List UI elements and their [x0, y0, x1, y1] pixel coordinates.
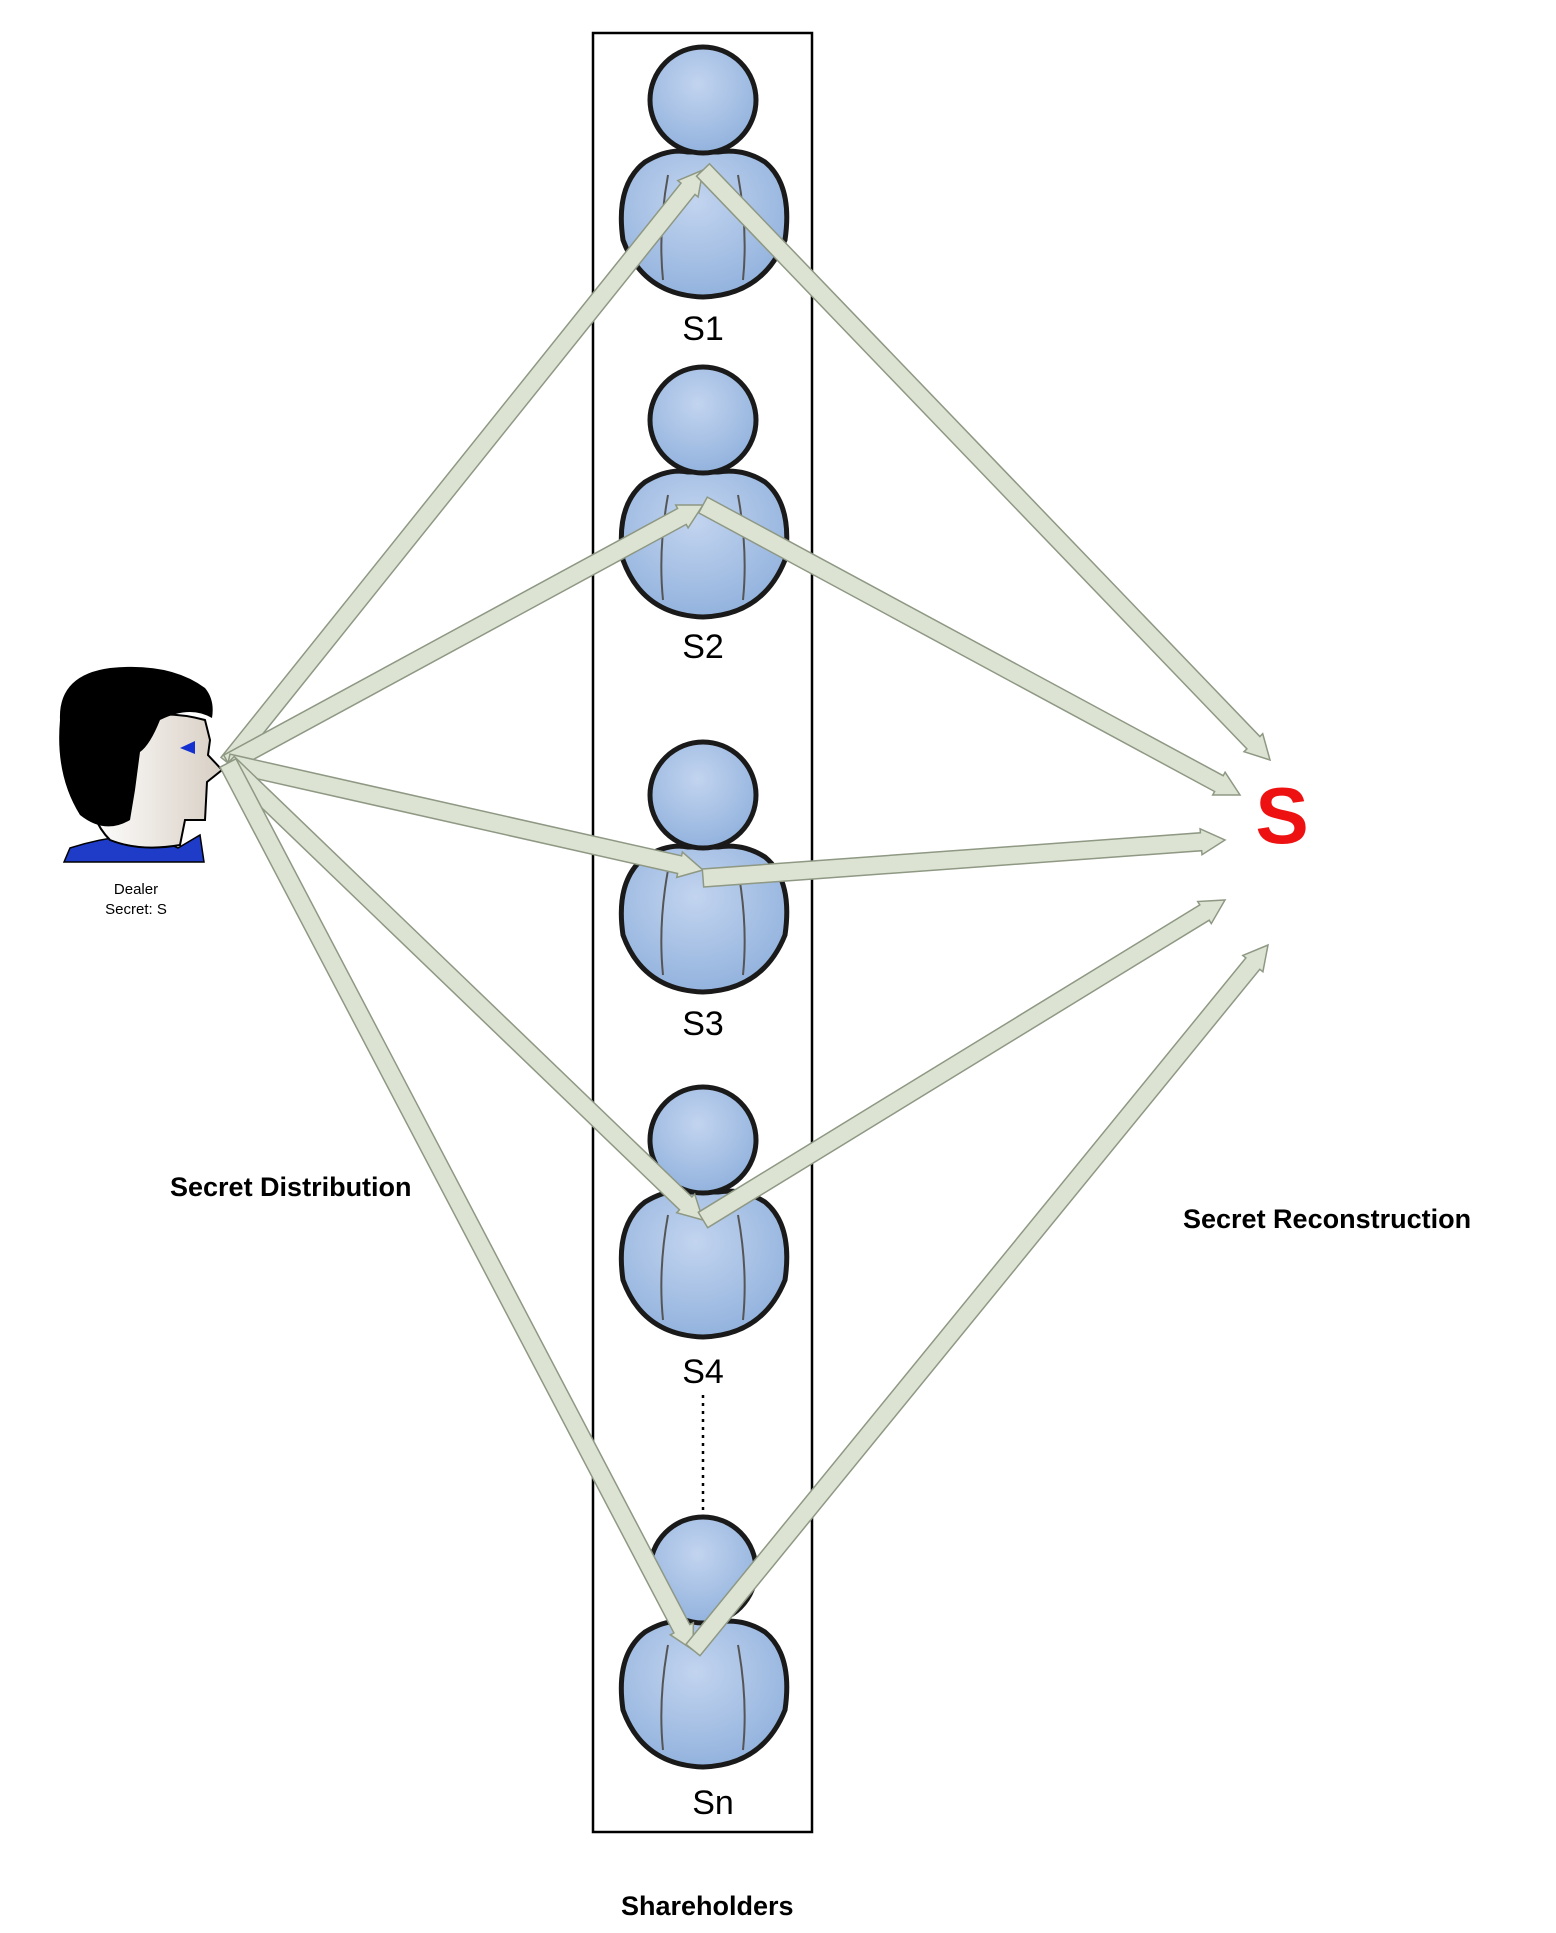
shareholder-body: [618, 148, 790, 300]
shareholder-label-s3: S3: [682, 1005, 724, 1043]
shareholder-body: [618, 1188, 790, 1340]
reconstruction-arrow-3: [701, 827, 1227, 888]
secret-distribution-label: Secret Distribution: [170, 1172, 412, 1202]
shareholders-box: [591, 31, 814, 1834]
shareholder-label-s4: S4: [682, 1353, 724, 1391]
reconstruction-arrow-1: [695, 162, 1272, 762]
dealer-name-label: Dealer: [113, 881, 159, 898]
distribution-arrow-3: [225, 753, 705, 879]
shareholder-icon-s4: [618, 1084, 790, 1340]
reconstruction-arrow-2: [697, 496, 1242, 796]
shareholder-body-fold: [660, 1214, 669, 1321]
dealer-secret-label: Secret: S: [105, 901, 167, 918]
distribution-arrow-1: [219, 168, 704, 770]
arrow-layer: [218, 162, 1272, 1657]
reconstructed-secret: S: [1255, 771, 1309, 860]
shareholder-label-sn: Sn: [692, 1784, 734, 1822]
secret-reconstruction-label: Secret Reconstruction: [1183, 1204, 1472, 1234]
shareholder-label-s1: S1: [682, 310, 724, 348]
distribution-arrow-4: [220, 755, 705, 1222]
shareholder-body-fold: [737, 494, 746, 601]
shareholder-head: [647, 364, 759, 476]
shareholder-head: [647, 1084, 759, 1196]
shareholder-body-fold: [660, 494, 669, 601]
distribution-arrow-2: [222, 504, 705, 772]
dealer-icon: [59, 666, 224, 863]
shareholder-body-fold: [737, 1644, 746, 1751]
shareholder-label-s2: S2: [682, 628, 724, 666]
shareholder-body: [618, 468, 790, 620]
shareholder-body-fold: [660, 869, 669, 976]
reconstruction-arrow-5: [684, 943, 1269, 1657]
reconstruction-arrow-4: [697, 899, 1227, 1229]
shareholder-head: [647, 739, 759, 851]
dealer-eye: [180, 741, 195, 754]
shareholder-icon-s1: [618, 44, 790, 300]
shareholder-body-fold: [660, 1644, 669, 1751]
shareholder-body-fold: [737, 1214, 746, 1321]
dealer-hair: [59, 666, 213, 827]
shareholders-caption: Shareholders: [621, 1891, 794, 1921]
shareholder-body: [618, 1618, 790, 1770]
shareholder-head: [647, 44, 759, 156]
shareholder-body-fold: [737, 174, 746, 281]
shareholder-icon-s2: [618, 364, 790, 620]
